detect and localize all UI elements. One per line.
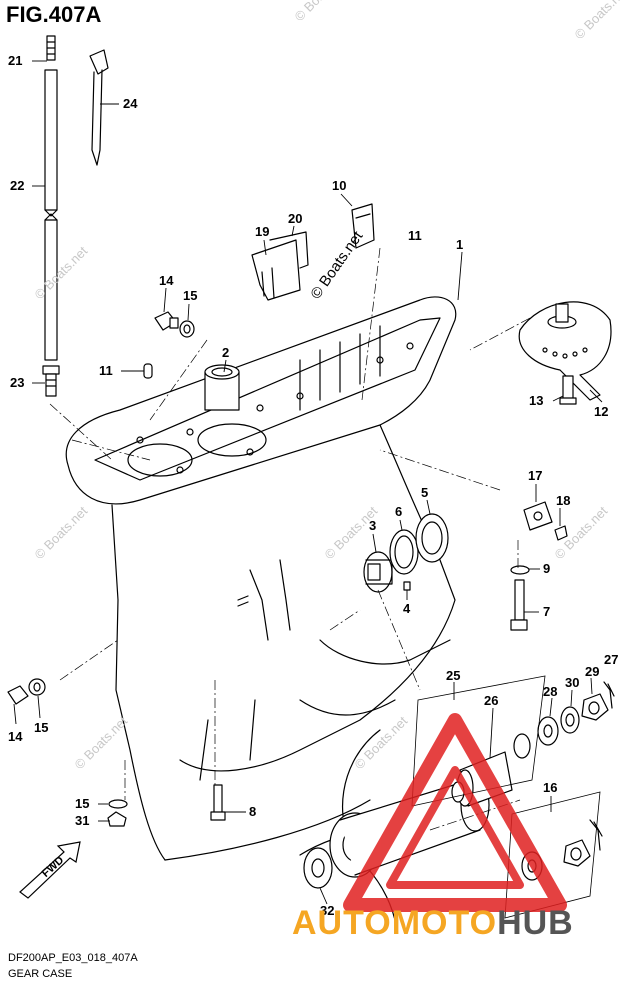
watermark-left: © Boats.net [32,243,91,302]
callout-23: 24 [123,96,138,111]
oil-plug-parts [7,311,195,827]
figure-caption: GEAR CASE [8,968,73,980]
drive-shaft-part [42,35,60,397]
watermark-bottom-left: © Boats.net [72,713,131,772]
callout-29: 30 [565,675,579,690]
mount-bolt [210,565,530,821]
callout-9: 9 [543,561,550,576]
callout-12: 12 [594,404,608,419]
callout-14-top: 14 [159,273,174,288]
watermark-top: © Boats.net [292,0,351,24]
water-screen-parts [251,203,375,301]
figure-code: DF200AP_E03_018_407A [8,952,138,964]
brand-triangle-logo [343,713,567,912]
brand-part-auto: AUTOMOTO [292,904,498,942]
callout-11-right: 11 [408,228,422,243]
figure-title: FIG.407A [6,2,102,27]
callout-1: 1 [456,237,463,252]
callout-20: 21 [8,53,22,68]
callout-26: 32 [320,903,334,918]
callout-13: 13 [529,393,543,408]
trim-tab-anode [518,301,612,405]
brand-part-hub: HUB [497,904,574,942]
callout-11-left: 11 [99,363,113,378]
watermark-left2: © Boats.net [32,503,91,562]
callout-5: 5 [421,485,428,500]
callout-19: 20 [288,211,302,226]
callout-4: 4 [403,601,411,616]
callout-27: 28 [543,684,557,699]
callout-15-lower: 15 [75,796,89,811]
callout-3: 3 [369,518,376,533]
bearing-seal-group [363,513,449,593]
alignment-lines [49,247,531,831]
anode-block [523,501,568,541]
callout-30: 27 [604,652,618,667]
callout-labels: 21 24 22 23 14 15 2 11 10 11 1 19 20 13 … [8,53,618,918]
brand-wordmark: AUTOMOTOHUB [292,904,574,943]
callout-7: 7 [543,604,550,619]
callout-28: 29 [585,664,599,679]
cable-tie-part [89,49,109,166]
gear-case-body [65,296,457,861]
watermark-bottom: © Boats.net [352,713,411,772]
callout-25: 26 [484,693,498,708]
callout-8: 8 [249,804,256,819]
watermark-main: © Boats.net [307,227,366,302]
callout-22: 23 [10,375,24,390]
callout-6: 6 [395,504,402,519]
forward-arrow-icon [19,841,81,899]
callout-24: 25 [446,668,460,683]
callout-2: 2 [222,345,229,360]
callout-16: 17 [528,468,542,483]
fwd-direction-badge: FWD [19,841,81,899]
callout-18: 19 [255,224,269,239]
leader-lines [13,60,603,905]
callout-31: 31 [75,813,89,828]
callout-14-bottom: 14 [8,729,23,744]
callout-15-bottom: 15 [34,720,48,735]
callout-21: 22 [10,178,24,193]
callout-17: 18 [556,493,570,508]
callout-32: 16 [543,780,557,795]
callout-10: 10 [332,178,346,193]
callout-15-top: 15 [183,288,197,303]
watermark-top-right: © Boats.net [572,0,620,42]
